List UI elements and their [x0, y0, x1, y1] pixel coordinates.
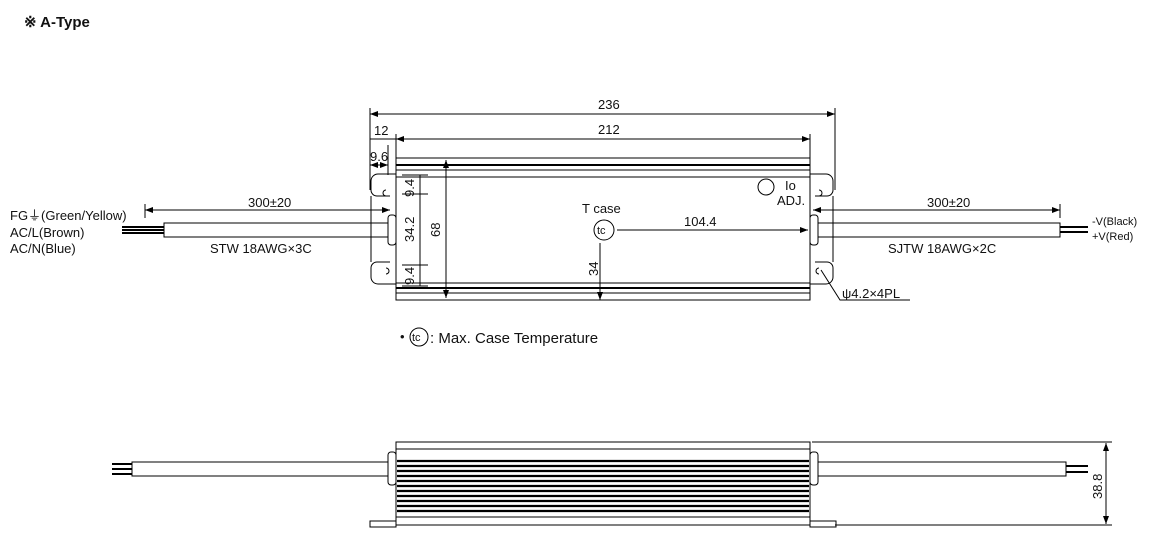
mounting-hole-spec: ψ4.2×4PL	[842, 286, 900, 301]
input-label-acn: AC/N(Blue)	[10, 241, 76, 256]
side-view: 38.8	[112, 441, 1112, 528]
output-cable-length: 300±20	[927, 195, 970, 210]
flange-left-top	[370, 173, 396, 197]
input-label-fg: FG⏚(Green/Yellow)	[10, 208, 127, 223]
top-view: 236 212 12 9.6 9.4 34.2 9.4 68	[10, 97, 1137, 301]
tc-symbol: tc	[597, 225, 606, 237]
section-title: ※ A-Type	[24, 14, 90, 31]
input-label-acl: AC/L(Brown)	[10, 225, 84, 240]
input-cable-spec: STW 18AWG×3C	[210, 241, 312, 256]
flange-left-bottom	[370, 261, 396, 285]
output-cable-spec: SJTW 18AWG×2C	[888, 241, 996, 256]
output-label-neg: -V(Black)	[1092, 216, 1137, 228]
output-wires	[1060, 226, 1088, 233]
dim-flange: 12	[374, 123, 388, 138]
grommet-right	[809, 214, 819, 246]
grommet-left	[387, 214, 397, 246]
dim-body-length: 212	[598, 122, 620, 137]
dim-height: 38.8	[1090, 474, 1105, 499]
foot-right	[809, 520, 837, 528]
legend-symbol: tc	[412, 332, 421, 344]
foot-left	[369, 520, 397, 528]
input-cable	[163, 222, 389, 238]
tc-dim-x: 104.4	[684, 214, 717, 229]
io-adj-potentiometer-icon	[757, 178, 775, 196]
dim-width: 68	[428, 223, 443, 237]
input-cable-side	[131, 461, 389, 477]
flange-right-bottom	[810, 261, 834, 285]
output-cable	[817, 222, 1061, 238]
heatsink-fins	[397, 459, 809, 513]
dim-overall-length: 236	[598, 97, 620, 112]
legend: • tc : Max. Case Temperature	[400, 327, 598, 347]
case-body-side	[395, 441, 811, 526]
tc-dim-y: 34	[586, 262, 601, 276]
legend-text: : Max. Case Temperature	[430, 330, 598, 347]
input-wires	[122, 226, 164, 234]
io-adj-label-2: ADJ.	[777, 193, 805, 208]
legend-bullet: •	[400, 329, 405, 344]
dim-hole-edge-bottom: 9.4	[402, 267, 417, 285]
tc-legend-icon	[409, 327, 429, 347]
output-label-pos: +V(Red)	[1092, 231, 1133, 243]
dim-hole-edge-top: 9.4	[402, 179, 417, 197]
dim-hole-spacing: 34.2	[402, 217, 417, 242]
tc-point-icon	[593, 219, 615, 241]
output-cable-side	[817, 461, 1067, 477]
dim-hole-offset: 9.6	[370, 149, 388, 164]
flange-right-top	[810, 173, 834, 197]
io-adj-label-1: Io	[785, 178, 796, 193]
input-cable-length: 300±20	[248, 195, 291, 210]
tcase-label: T case	[582, 201, 621, 216]
